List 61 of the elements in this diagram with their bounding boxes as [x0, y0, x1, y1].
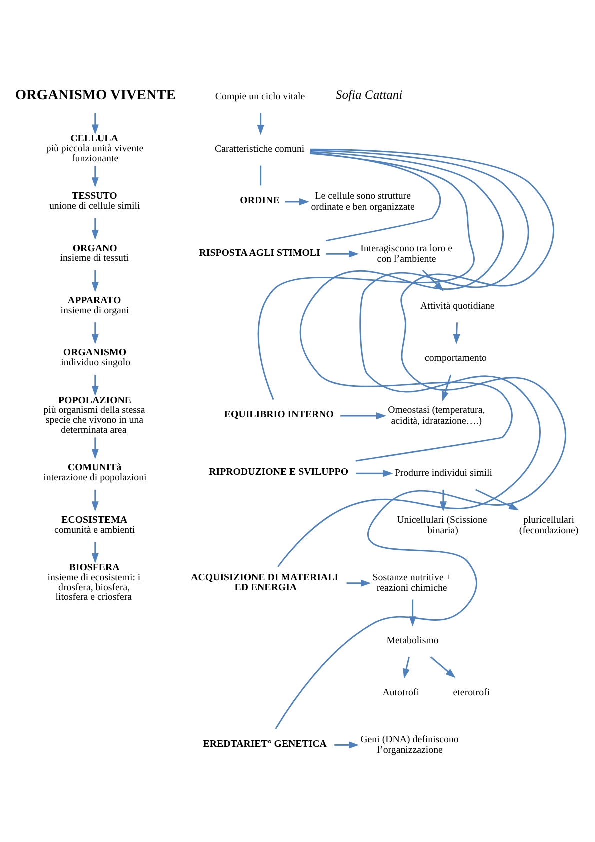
- node-text: Sostanze nutritive + reazioni chimiche: [372, 572, 452, 594]
- node-text: ACQUISIZIONE DI MATERIALI ED ENERGIA: [191, 572, 339, 594]
- node-text: ORGANISMO individuo singolo: [61, 348, 131, 369]
- arrow: [286, 198, 310, 206]
- node-text: comportamento: [424, 353, 487, 364]
- node-text: Unicellulari (Scissione binaria): [397, 514, 488, 537]
- node-text: TESSUTO unione di cellule simili: [50, 191, 140, 212]
- arrow: [442, 374, 452, 402]
- node-text: APPARATO insieme di organi: [60, 295, 130, 316]
- arrow: [92, 490, 99, 512]
- arrow: [92, 270, 99, 292]
- arrow: [356, 470, 394, 478]
- node-text: ECOSISTEMA comunità e ambienti: [54, 514, 136, 536]
- node-text: Autotrofi: [382, 688, 420, 699]
- arrow: [92, 374, 99, 396]
- node-text: Compie un ciclo vitale: [215, 91, 306, 102]
- node-text: Omeostasi (temperatura, acidità, idratazione….): [388, 405, 486, 427]
- arrow: [430, 656, 456, 678]
- node-text: BIOSFERA insieme di ecosistemi: i drosfera, biosfera, litosfera e criosfera: [48, 562, 141, 604]
- node-text: Caratteristiche comuni: [214, 144, 305, 155]
- arrow: [92, 322, 99, 344]
- node-text: Le cellule sono strutture ordinate e ben organizzate: [311, 191, 415, 213]
- node-text: ORGANO insieme di tessuti: [60, 243, 129, 264]
- connector: [277, 150, 541, 568]
- node-text: CELLULA più piccola unità vivente funzionante: [46, 134, 144, 164]
- node-text: EREDTARIET° GENETICA: [203, 738, 327, 750]
- node-text: ORGANISMO VIVENTE: [15, 87, 176, 104]
- node-text: RIPRODUZIONE E SVILUPPO: [209, 467, 349, 478]
- node-text: ORDINE: [240, 196, 280, 207]
- node-text: POPOLAZIONE più organismi della stessa specie che vivono in una determinata area: [44, 395, 146, 436]
- arrow: [440, 490, 447, 512]
- arrow: [453, 322, 460, 344]
- connector: [260, 166, 262, 186]
- node-text: COMUNITà interazione di popolazioni: [44, 462, 147, 484]
- arrow: [92, 438, 99, 460]
- node-text: Geni (DNA) definiscono l’organizzazione: [360, 734, 459, 756]
- connector: [300, 151, 513, 462]
- arrow: [422, 270, 444, 292]
- label: Sofia Cattani: [336, 88, 403, 102]
- node-text: Attività quotidiane: [420, 300, 495, 312]
- arrow: [92, 542, 99, 564]
- node-text: Interagiscono tra loro e con l’ambiente: [360, 243, 453, 266]
- connector: [275, 148, 566, 730]
- arrow: [409, 600, 416, 627]
- node-text: eterotrofi: [453, 688, 490, 699]
- node-text: EQUILIBRIO INTERNO: [224, 410, 334, 421]
- arrow: [334, 742, 360, 749]
- node-text: Produrre individui simili: [394, 468, 493, 480]
- connector: [258, 152, 475, 400]
- arrow: [92, 218, 99, 240]
- arrow: [476, 489, 520, 511]
- arrow: [92, 166, 99, 188]
- arrow: [257, 113, 264, 136]
- node-text: Metabolismo: [386, 635, 439, 646]
- arrow: [403, 657, 410, 679]
- arrow: [346, 580, 372, 587]
- arrow: [340, 412, 387, 420]
- node-text: pluricellulari (fecondazione): [519, 514, 579, 537]
- arrow: [92, 113, 99, 135]
- arrow: [326, 250, 360, 258]
- node-text: RISPOSTA AGLI STIMOLI: [199, 248, 320, 259]
